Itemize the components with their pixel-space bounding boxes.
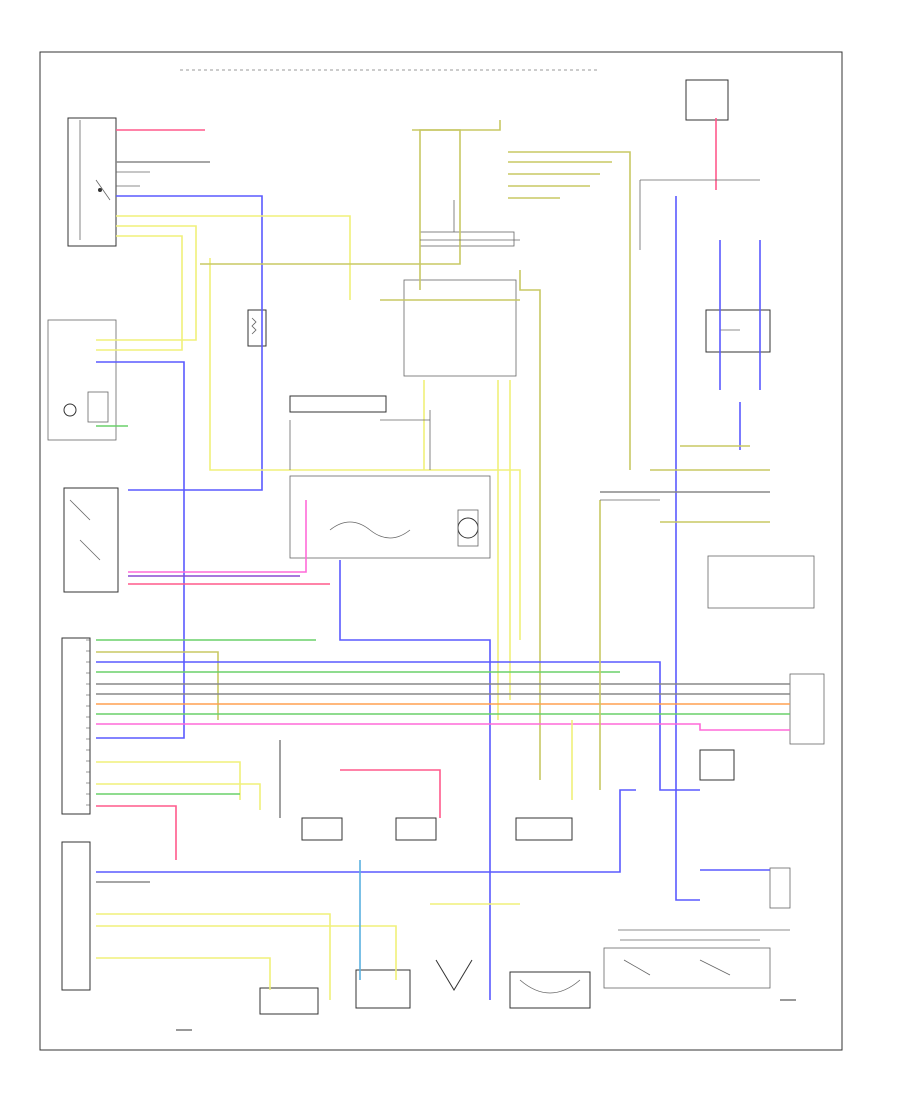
wire-magenta-28 xyxy=(128,500,307,573)
wire-blue-45 xyxy=(96,789,636,873)
wire-red-51 xyxy=(340,769,441,818)
ac-compressor-clutch xyxy=(705,309,771,353)
wire-blue-22 xyxy=(675,196,700,901)
front-heater-control xyxy=(63,487,119,593)
wire-yellow-48 xyxy=(96,925,397,980)
wire-olive-9 xyxy=(508,151,631,470)
rear-blower-motor xyxy=(47,319,117,441)
resistor-icon xyxy=(251,317,257,335)
wire-blue-31 xyxy=(339,560,491,1000)
wire-yellow-49 xyxy=(96,957,271,990)
wire-yellow-5 xyxy=(96,235,183,351)
wire-yellow-42 xyxy=(96,783,261,810)
wire-yellow-6 xyxy=(209,258,521,640)
climate-control-unit xyxy=(289,395,491,559)
switch-icon xyxy=(79,539,101,561)
ecm-connector-bottom xyxy=(61,841,91,991)
wire-olive-7 xyxy=(200,129,461,290)
relay-icon xyxy=(98,188,102,192)
pin-marks xyxy=(86,639,90,806)
wire-blue-19 xyxy=(96,361,185,739)
wire-blue-2 xyxy=(116,195,263,491)
wire-magenta-40 xyxy=(96,723,790,731)
module-icon xyxy=(329,509,479,547)
wire-olive-33 xyxy=(96,651,219,720)
ecm-connector-top xyxy=(61,637,91,815)
wire-harness xyxy=(96,118,790,1000)
wire-olive-8 xyxy=(412,120,501,131)
wire-olive-14 xyxy=(519,270,541,780)
wire-yellow-3 xyxy=(116,215,351,300)
diagram-frame xyxy=(39,51,843,1051)
blower-resistor xyxy=(247,309,267,347)
wire-blue-34 xyxy=(96,661,700,791)
wire-red-44 xyxy=(96,805,177,860)
engine-control-module xyxy=(603,947,771,989)
rear-heater-relay xyxy=(67,117,117,247)
wire-yellow-47 xyxy=(96,913,331,1000)
motor-icon xyxy=(63,403,77,417)
pressure-switch xyxy=(685,79,729,121)
ground-icon xyxy=(176,999,796,1031)
wire-yellow-4 xyxy=(96,225,197,341)
servo-motors xyxy=(259,817,591,1015)
side-module-right xyxy=(699,555,825,909)
wire-yellow-41 xyxy=(96,761,241,800)
ground-points xyxy=(176,999,796,1031)
